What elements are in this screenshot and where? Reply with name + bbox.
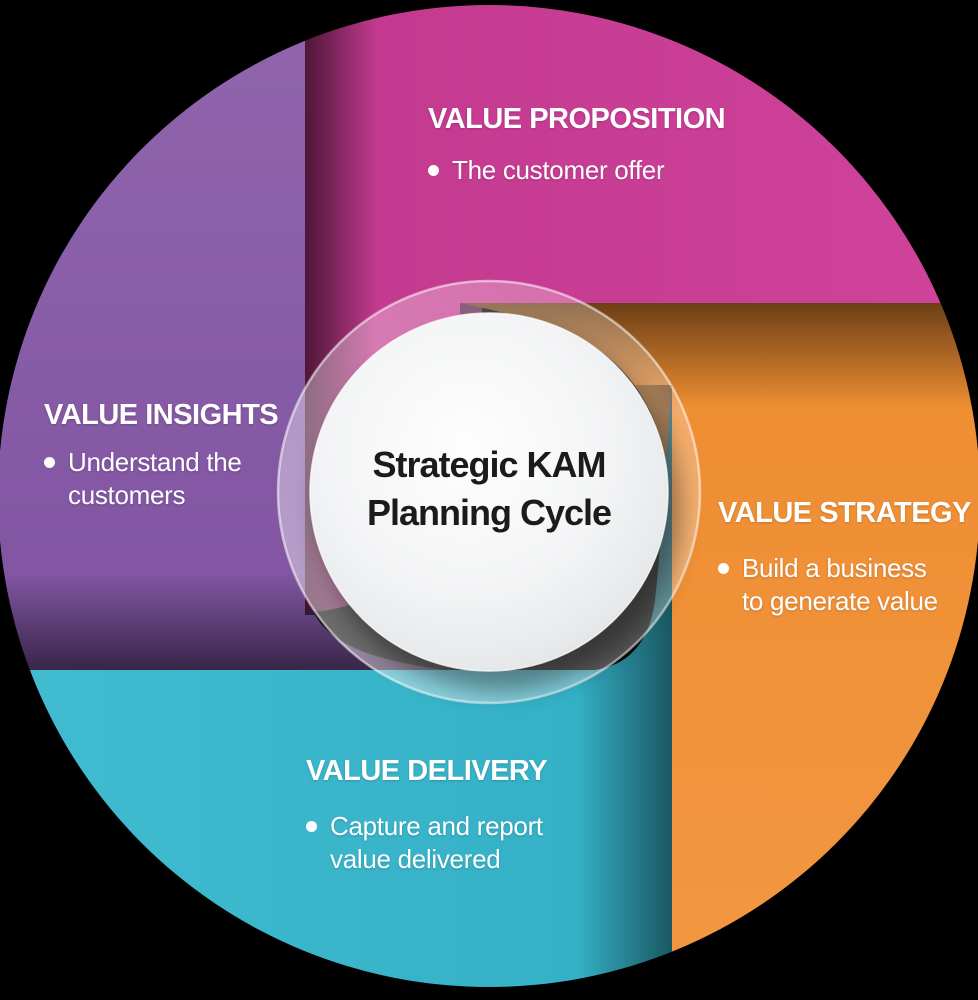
bullet-line: value delivered — [330, 844, 501, 874]
bullet-item: Capture and report value delivered — [306, 810, 547, 876]
center-label-line-1: Strategic KAM — [372, 444, 606, 485]
bullet-item: Build a business to generate value — [718, 552, 971, 618]
center-label: Strategic KAM Planning Cycle — [339, 441, 639, 537]
bullet-item: The customer offer — [428, 154, 725, 187]
label-block-value-delivery: VALUE DELIVERY Capture and report value … — [306, 755, 548, 876]
bullet-dot-icon — [44, 457, 55, 468]
quadrant-value-delivery-shape — [0, 390, 672, 987]
bullet-line: customers — [68, 480, 186, 510]
label-block-value-proposition: VALUE PROPOSITION The customer offer — [428, 103, 726, 187]
bullet-item: Understand the customers — [44, 446, 278, 512]
quadrant-title-value-strategy: VALUE STRATEGY — [718, 497, 971, 529]
quadrant-title-value-delivery: VALUE DELIVERY — [306, 755, 548, 787]
bullet-line: The customer offer — [452, 155, 665, 185]
quadrant-value-strategy-shape — [460, 303, 978, 987]
label-block-value-insights: VALUE INSIGHTS Understand the customers — [44, 399, 279, 512]
center-sphere — [309, 312, 669, 672]
bullet-dot-icon — [718, 563, 729, 574]
bullet-line: Understand the — [68, 447, 242, 477]
bullet-line: Capture and report — [330, 811, 543, 841]
quadrant-value-proposition-shape — [305, 5, 978, 612]
bullet-dot-icon — [306, 821, 317, 832]
bullet-line: Build a business — [742, 553, 927, 583]
label-block-value-strategy: VALUE STRATEGY Build a business to gener… — [718, 498, 971, 618]
quadrant-title-value-proposition: VALUE PROPOSITION — [428, 103, 726, 135]
center-label-line-2: Planning Cycle — [366, 492, 612, 533]
quadrant-title-value-insights: VALUE INSIGHTS — [44, 399, 279, 431]
bullet-dot-icon — [428, 165, 439, 176]
bullet-line: to generate value — [742, 586, 938, 616]
